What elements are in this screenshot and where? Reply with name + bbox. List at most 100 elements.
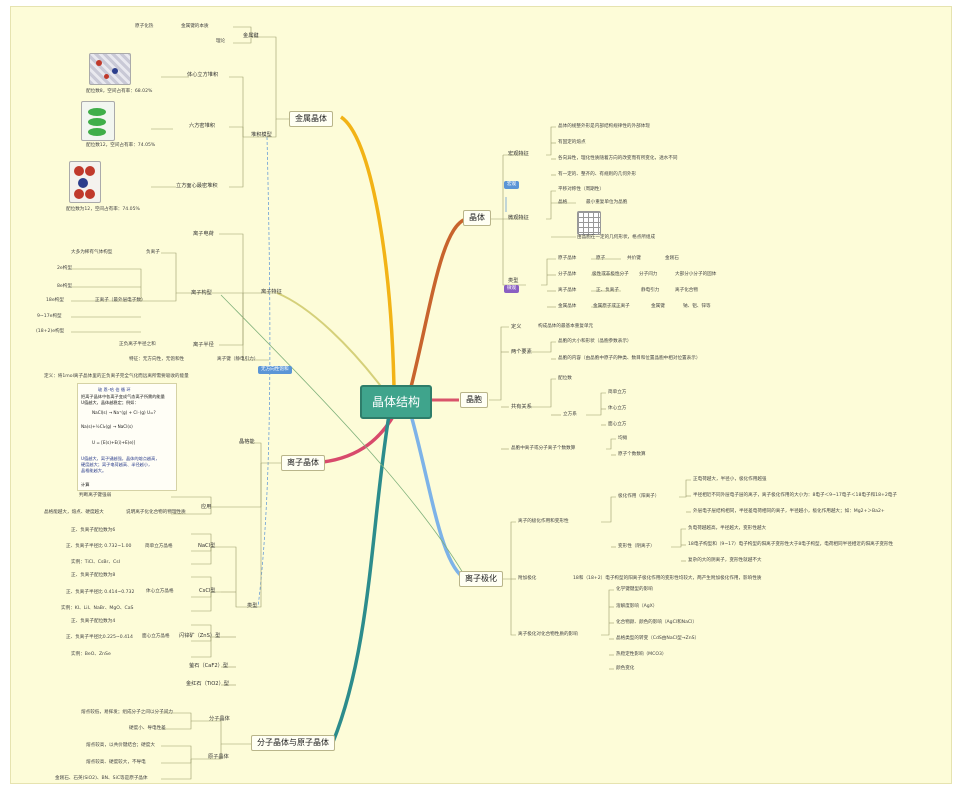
node-lattice-energy[interactable]: 晶格能 [239, 439, 255, 445]
branch-metallic-crystal[interactable]: 金属晶体 [289, 111, 333, 127]
node-metal-bond[interactable]: 金属键 [243, 33, 259, 39]
node-application[interactable]: 应用 [201, 504, 212, 510]
node-type-zns[interactable]: 闪锌矿（ZnS）型 [179, 633, 221, 639]
type-metallic-force[interactable]: 金属键 [651, 304, 665, 309]
node-hcp[interactable]: 六方密堆积 [189, 123, 215, 129]
node-type-caf2[interactable]: 萤石（CaF2）型 [189, 663, 229, 669]
node-atomic-crystal[interactable]: 原子晶体 [208, 754, 229, 760]
node-ion-config[interactable]: 离子构型 [191, 290, 212, 296]
node-pol-effect[interactable]: 离子的极化作用和变形性 [518, 519, 569, 524]
type-molecular-force[interactable]: 分子间力 [639, 272, 658, 277]
node-shared-relations[interactable]: 共有关系 [511, 404, 532, 410]
node-macro-3[interactable]: 各向异性，理化性质随着方向的改变而有所变化，透水不同 [558, 156, 678, 161]
node-fcc-cubic[interactable]: 面心立方 [608, 422, 627, 427]
node-count-2[interactable]: 原子个数数算 [618, 452, 646, 457]
node-crystal-types[interactable]: 类型 [508, 278, 519, 284]
node-theory[interactable]: 理论 [216, 39, 226, 44]
node-type-tio2[interactable]: 金红石（TiO2）型 [186, 681, 229, 687]
node-coord-num[interactable]: 配位数 [558, 376, 572, 381]
node-macro-features[interactable]: 宏观特征 [508, 151, 529, 157]
type-molecular-particle[interactable]: 极性或非极性分子 [592, 272, 629, 277]
type-atomic[interactable]: 原子晶体 [558, 256, 577, 261]
node-ion-radius[interactable]: 离子半径 [193, 342, 214, 348]
node-cube[interactable]: 立方系 [563, 412, 577, 417]
branch-lattice-energy[interactable]: 晶胞 [460, 392, 488, 408]
node-electron[interactable]: 原子化热 [135, 24, 154, 29]
node-type-nacl[interactable]: NaCl型 [198, 543, 216, 549]
node-simple-cubic[interactable]: 简单立方 [608, 390, 627, 395]
type-molecular[interactable]: 分子晶体 [558, 272, 577, 277]
branch-ion-polarization[interactable]: 离子极化 [459, 571, 503, 587]
node-unit-cell[interactable]: 最小重复单位为晶胞 [586, 200, 628, 205]
node-packing[interactable]: 堆积模型 [251, 132, 272, 138]
node-cfg-3[interactable]: 18e构型 [46, 298, 64, 303]
node-types[interactable]: 类型 [247, 603, 258, 609]
node-infl-4[interactable]: 晶格类型的转变（CdS由NaCl型→ZnS） [616, 636, 700, 641]
type-ionic-example[interactable]: 离子化合物 [675, 288, 698, 293]
node-ion-charge[interactable]: 离子电荷 [193, 231, 214, 237]
node-type-cscl[interactable]: CsCl型 [199, 588, 216, 594]
node-deform[interactable]: 变形性（阴离子） [618, 544, 655, 549]
node-anion[interactable]: 负离子 [146, 250, 160, 255]
node-bcc-cubic[interactable]: 体心立方 [608, 406, 627, 411]
node-deform-1: 负电荷越越高，半径越大，变形性越大 [688, 526, 767, 531]
node-fcc[interactable]: 立方面心最密堆积 [176, 183, 218, 189]
type-atomic-example[interactable]: 金刚石 [665, 256, 679, 261]
mindmap-canvas[interactable]: 晶体结构 金属晶体 晶体 晶胞 离子极化 离子晶体 分子晶体与原子晶体 无方向性… [10, 6, 952, 784]
type-ionic[interactable]: 离子晶体 [558, 288, 577, 293]
type-atomic-force[interactable]: 共价键 [627, 256, 641, 261]
node-macro-2[interactable]: 有固定的熔点 [558, 140, 586, 145]
node-atom-1: 熔点较高，以共价键结合；硬度大 [86, 743, 155, 748]
node-elem-2[interactable]: 晶胞的内容（由晶胞中原子的种类、数目和位置晶胞中相对位置表示） [558, 356, 701, 361]
node-lattice[interactable]: 晶格 [558, 200, 568, 205]
node-cfg-2[interactable]: 8e构型 [57, 284, 72, 289]
node-deform-3: 复杂的大的阴离子，变形性就越不大 [688, 558, 762, 563]
type-molecular-example[interactable]: 大部分小分子的固体 [675, 272, 717, 277]
node-ion-count[interactable]: 晶胞中离子或分子离子个数数算 [511, 446, 576, 451]
node-cfg-1[interactable]: 2e构型 [57, 266, 72, 271]
node-cfg-4[interactable]: 9~17e构型 [37, 314, 62, 319]
node-pol-influence[interactable]: 离子极化对化合物性质的影响 [518, 632, 578, 637]
node-micro-features[interactable]: 微观特征 [508, 215, 529, 221]
branch-crystal[interactable]: 晶体 [463, 210, 491, 226]
node-ion-bond[interactable]: 离子键（静电引力） [217, 357, 259, 362]
node-lattice-def[interactable]: 定义 [511, 324, 522, 330]
tag-no-directionality[interactable]: 无方向性饱和 [258, 366, 292, 374]
node-two-elements[interactable]: 两个要素 [511, 349, 532, 355]
type-metallic-example[interactable]: 钠、铝、锌等 [683, 304, 711, 309]
node-macro-1[interactable]: 晶体的规整外形是内部结构规律性的外部体现 [558, 124, 650, 129]
branch-ionic-crystal[interactable]: 离子晶体 [281, 455, 325, 471]
node-zns-cell[interactable]: 面心立方晶格 [142, 634, 170, 639]
node-nacl-cell[interactable]: 简单立方晶格 [145, 544, 173, 549]
node-infl-1[interactable]: 化学键键型的影响 [616, 587, 653, 592]
node-micro-1[interactable]: 平移对称性（周期性） [558, 187, 604, 192]
node-elem-1[interactable]: 晶胞的大小和形状（晶胞参数表示） [558, 339, 632, 344]
node-micro-2[interactable]: 由晶胞在一定的几何形状，格点所组成 [577, 235, 656, 240]
node-macro-4[interactable]: 有一定的、整齐的、有规则的几何外形 [558, 172, 637, 177]
node-infl-6[interactable]: 颜色变化 [616, 666, 635, 671]
tag-purple[interactable]: 微观 [504, 285, 520, 293]
type-ionic-force[interactable]: 静电引力 [641, 288, 660, 293]
type-metallic[interactable]: 金属晶体 [558, 304, 577, 309]
branch-molecular-atomic[interactable]: 分子晶体与原子晶体 [251, 735, 335, 751]
node-molecular-crystal[interactable]: 分子晶体 [209, 716, 230, 722]
node-cscl-cell[interactable]: 体心立方晶格 [146, 589, 174, 594]
node-cfg-5[interactable]: (18+2)e构型 [36, 329, 65, 334]
node-pol-action[interactable]: 极化作用（阳离子） [618, 494, 660, 499]
type-ionic-particle[interactable]: 正、负离子 [596, 288, 619, 293]
type-atomic-particle[interactable]: 原子 [596, 256, 606, 261]
node-infl-3[interactable]: 化合物颜、颜色的影响（AgCl和NaCl） [616, 620, 697, 625]
node-add-pol[interactable]: 附加极化 [518, 576, 537, 581]
type-metallic-particle[interactable]: 金属原子或正离子 [593, 304, 630, 309]
node-ion-features[interactable]: 离子特征 [261, 289, 282, 295]
node-cation[interactable]: 正离子（最外层电子数） [95, 298, 146, 303]
node-metal-bond-essence[interactable]: 金属键的本质 [181, 24, 209, 29]
central-topic[interactable]: 晶体结构 [360, 385, 432, 419]
formula-title: 玻 恩–哈 伯 循 环 [98, 387, 131, 392]
tag-macro[interactable]: 宏观 [504, 181, 520, 189]
node-infl-2[interactable]: 溶解度影响（AgX） [616, 604, 658, 609]
node-bcc[interactable]: 体心立方堆积 [187, 72, 219, 78]
node-count-1[interactable]: 均摊 [618, 436, 628, 441]
node-infl-5[interactable]: 热稳定性影响（MCO3） [616, 652, 667, 657]
formula-line-4: Na(s)+½Cl₂(g) → NaCl(s) [81, 424, 133, 429]
